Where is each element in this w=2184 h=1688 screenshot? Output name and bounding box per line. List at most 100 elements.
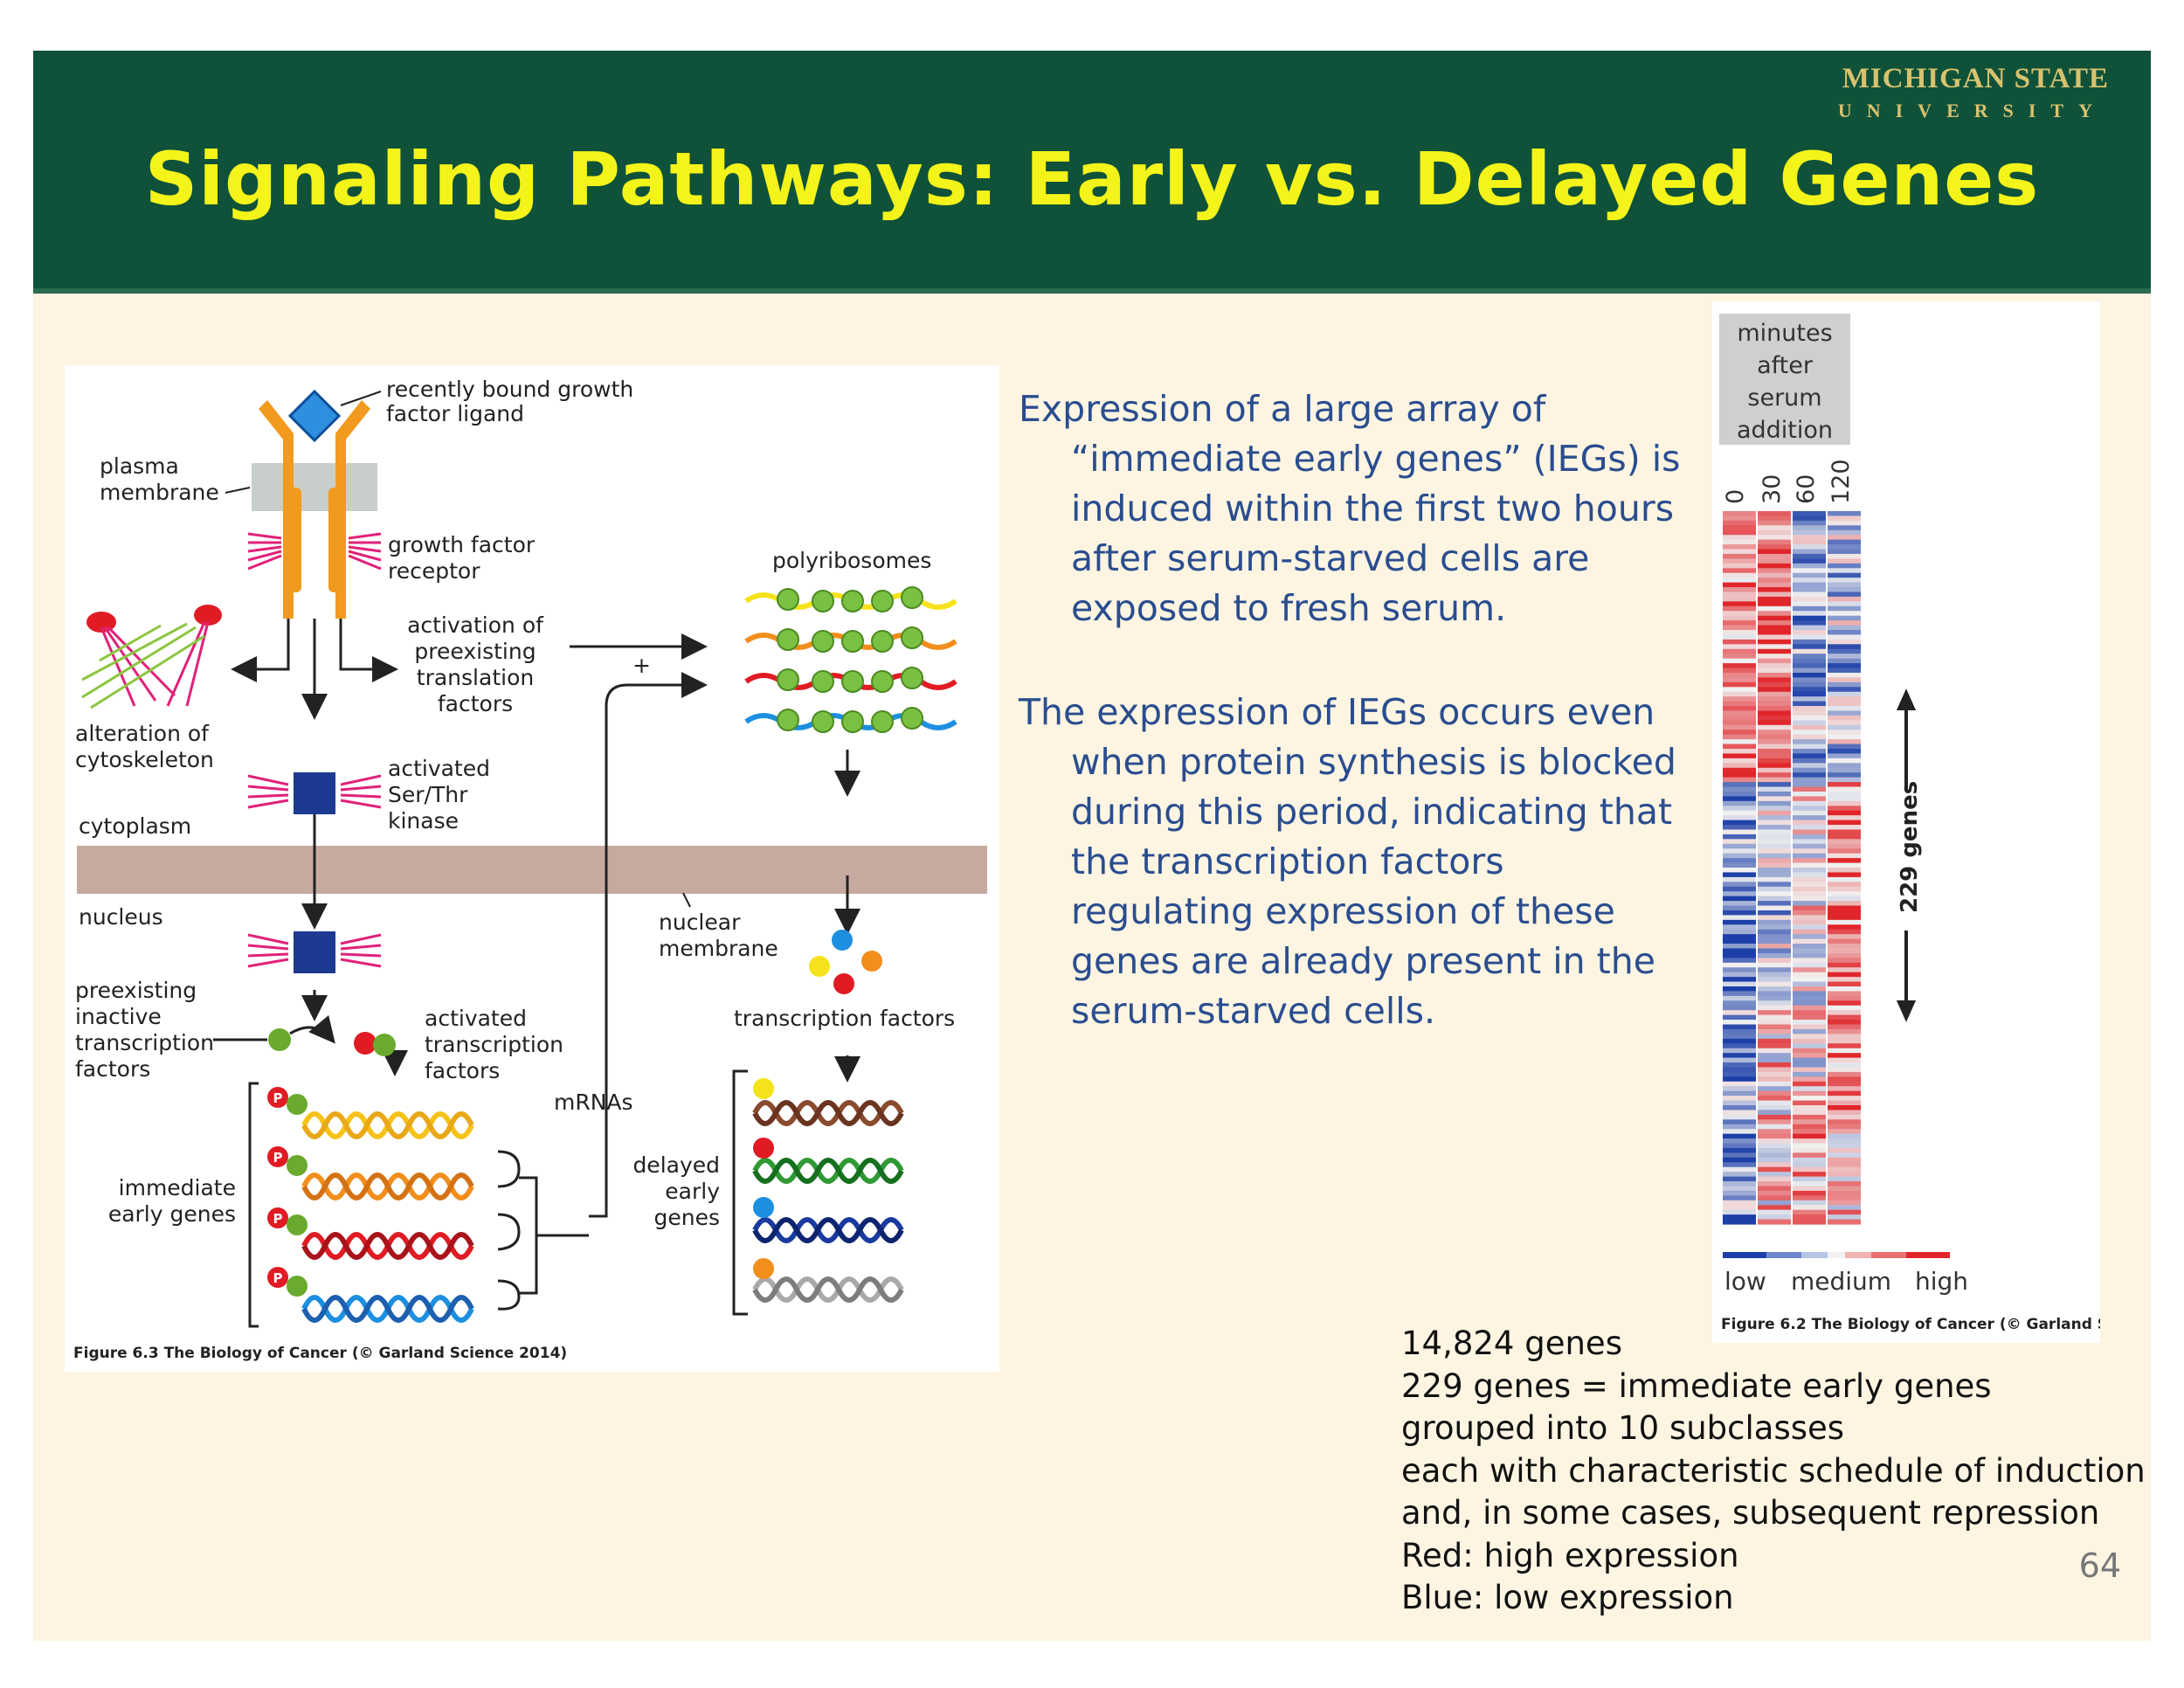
heatmap-cell: [1758, 825, 1791, 831]
heatmap-cell: [1723, 786, 1756, 792]
heatmap-cell: [1758, 1034, 1791, 1040]
heatmap-cell: [1828, 910, 1861, 916]
heatmap-cell: [1723, 772, 1756, 778]
heatmap-cell: [1723, 1143, 1756, 1149]
heatmap-cell: [1793, 1086, 1826, 1092]
heatmap-cell: [1828, 515, 1861, 522]
heatmap-cell: [1828, 986, 1861, 993]
heatmap-cell: [1758, 1043, 1791, 1049]
label-plus: +: [632, 653, 651, 678]
heatmap-cell: [1758, 938, 1791, 944]
label-pre-3: transcription: [75, 1030, 214, 1055]
heatmap-cell: [1758, 644, 1791, 650]
heatmap-cell: [1758, 1067, 1791, 1073]
heatmap-cell: [1723, 611, 1756, 617]
heatmap-cell: [1723, 1014, 1756, 1020]
heatmap-cell: [1758, 587, 1791, 593]
heatmap-cell: [1828, 639, 1861, 645]
heatmap-cell: [1793, 1152, 1826, 1159]
heatmap-cell: [1793, 1081, 1826, 1087]
heatmap-cell: [1828, 572, 1861, 578]
heatmap-cell: [1828, 734, 1861, 740]
heatmap-cell: [1758, 739, 1791, 745]
heatmap-cell: [1793, 1147, 1826, 1153]
heatmap-cell: [1758, 815, 1791, 821]
heatmap-cell: [1723, 1124, 1756, 1130]
heatmap-cell: [1723, 672, 1756, 678]
heatmap-cell: [1828, 1105, 1861, 1111]
heatmap-cell: [1793, 591, 1826, 598]
heatmap-cell: [1758, 520, 1791, 526]
heatmap-cell: [1758, 630, 1791, 636]
heatmap-cell: [1723, 1114, 1756, 1120]
heatmap-cell: [1793, 1100, 1826, 1106]
delayed-early-genes-icon: [752, 1100, 904, 1303]
heatmap-cell: [1828, 720, 1861, 726]
heatmap-cell: [1793, 1133, 1826, 1139]
heatmap-cell: [1758, 515, 1791, 522]
label-receptor-2: receptor: [388, 558, 480, 584]
heatmap-cell: [1723, 958, 1756, 964]
heatmap-cell: [1723, 962, 1756, 968]
heatmap-cell: [1793, 1143, 1826, 1149]
heatmap-cell: [1793, 924, 1826, 930]
label-pre-2: inactive: [75, 1004, 162, 1029]
heatmap-cell: [1828, 919, 1861, 925]
heatmap-cell: [1793, 1096, 1826, 1102]
heatmap-cell: [1793, 1038, 1826, 1044]
heatmap-cell: [1793, 1005, 1826, 1011]
heatmap-cell: [1723, 1071, 1756, 1077]
heatmap-cell: [1793, 786, 1826, 792]
heatmap-cell: [1723, 544, 1756, 550]
heatmap-cell: [1723, 1105, 1756, 1111]
heatmap-cell: [1828, 601, 1861, 607]
heatmap-cell: [1723, 578, 1756, 584]
heatmap-cell: [1793, 744, 1826, 750]
heatmap-cell: [1723, 763, 1756, 769]
label-polyribosomes: polyribosomes: [772, 548, 931, 573]
heatmap-cell: [1758, 915, 1791, 921]
heatmap-cell: [1828, 701, 1861, 707]
heatmap-cell: [1723, 720, 1756, 726]
heatmap-cell: [1723, 596, 1756, 602]
heatmap-cell: [1828, 891, 1861, 897]
heatmap-cell: [1758, 696, 1791, 702]
heatmap-cell: [1793, 848, 1826, 854]
heatmap-cell: [1758, 535, 1791, 541]
heatmap-cell: [1828, 901, 1861, 907]
heatmap-cell: [1723, 944, 1756, 950]
heatmap-cell: [1828, 1043, 1861, 1049]
heatmap-cell: [1793, 1020, 1826, 1026]
heatmap-cell: [1758, 1020, 1791, 1026]
heatmap-cell: [1793, 1110, 1826, 1116]
heatmap-cell: [1723, 952, 1756, 958]
heatmap-cell: [1758, 634, 1791, 640]
heatmap-cell: [1828, 1143, 1861, 1149]
heatmap-cell: [1723, 1152, 1756, 1159]
heatmap-cell: [1793, 648, 1826, 654]
heatmap-cell: [1828, 1081, 1861, 1087]
heatmap-cell: [1723, 696, 1756, 702]
heatmap-cell: [1793, 596, 1826, 602]
heatmap-figure: minutes after serum addition 0 30 60 120…: [1712, 301, 2184, 1343]
heatmap-cell: [1828, 525, 1861, 531]
heatmap-cell: [1793, 1138, 1826, 1145]
p-label-2: P: [273, 1150, 283, 1166]
heatmap-cell: [1828, 958, 1861, 964]
note-line: 14,824 genes: [1401, 1325, 1622, 1362]
heatmap-cell: [1758, 568, 1791, 574]
heatmap-cell: [1723, 1081, 1756, 1087]
heatmap-cell: [1793, 820, 1826, 826]
legend-high: high: [1915, 1267, 1968, 1296]
heatmap-cell: [1828, 800, 1861, 806]
heatmap-cell: [1828, 1133, 1861, 1139]
timepoint-0: 0: [1722, 489, 1749, 504]
heatmap-cell: [1828, 706, 1861, 712]
legend-low: low: [1724, 1267, 1766, 1296]
heatmap-cell: [1828, 1195, 1861, 1201]
label-ligand-2: factor ligand: [386, 401, 524, 426]
heatmap-cell: [1758, 1057, 1791, 1063]
heatmap-cell: [1758, 1214, 1791, 1221]
msu-logo-university: UNIVERSITY: [1837, 100, 2107, 121]
kinase-nucleus-icon: [294, 931, 335, 973]
